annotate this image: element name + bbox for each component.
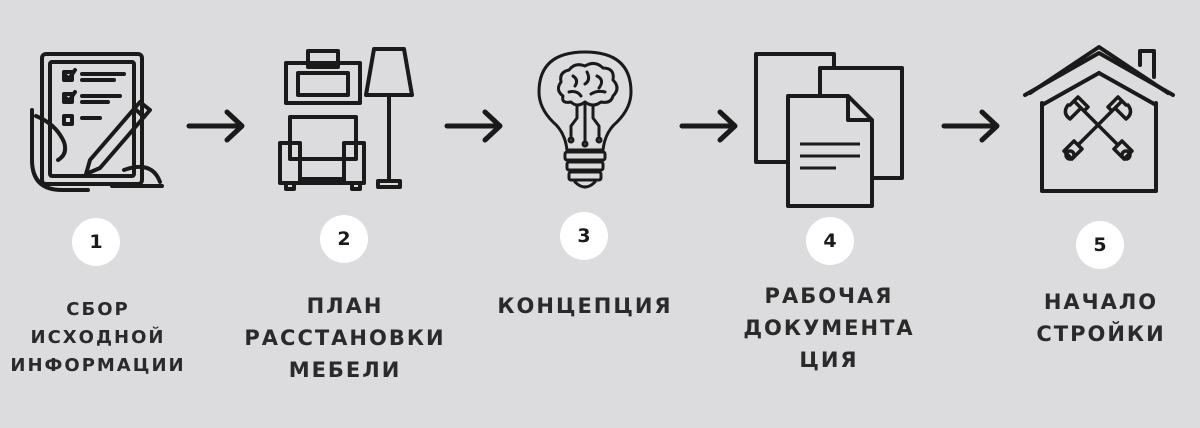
step-4-label: РАБОЧАЯ ДОКУМЕНТА ЦИЯ [722, 280, 936, 376]
step-label-line: ИНФОРМАЦИИ [10, 355, 186, 376]
step-number: 2 [337, 228, 351, 250]
step-label-line: НАЧАЛО [1043, 290, 1159, 314]
step-2-label: ПЛАН РАССТАНОВКИ МЕБЕЛИ [230, 290, 460, 386]
arrow-right-icon [186, 109, 245, 143]
step-label-line: ЦИЯ [799, 348, 859, 372]
step-number: 1 [89, 231, 103, 253]
arrow-right-icon [444, 109, 503, 143]
step-4-number-badge: 4 [806, 217, 854, 265]
arrow-right-icon [941, 109, 1000, 143]
step-label-line: ИСХОДНОЙ [30, 327, 166, 348]
step-1-number-badge: 1 [72, 218, 120, 266]
step-label-line: СБОР [66, 299, 130, 320]
documents-icon [752, 50, 908, 210]
step-3-number-badge: 3 [560, 212, 608, 260]
step-2-number-badge: 2 [320, 215, 368, 263]
brain-bulb-icon [535, 46, 635, 196]
step-label-line: КОНЦЕПЦИЯ [497, 294, 673, 318]
step-number: 5 [1093, 234, 1107, 256]
step-number: 3 [577, 225, 591, 247]
step-label-line: СТРОЙКИ [1036, 322, 1166, 346]
step-5-number-badge: 5 [1076, 221, 1124, 269]
armchair-lamp-icon [272, 45, 422, 195]
step-label-line: РАССТАНОВКИ [244, 326, 446, 350]
step-5-label: НАЧАЛО СТРОЙКИ [1020, 286, 1182, 350]
step-label-line: РАБОЧАЯ [764, 284, 894, 308]
step-3-label: КОНЦЕПЦИЯ [480, 290, 690, 322]
arrow-right-icon [679, 109, 738, 143]
checklist-tablet-icon [28, 50, 168, 195]
step-label-line: МЕБЕЛИ [288, 358, 402, 382]
step-label-line: ДОКУМЕНТА [743, 316, 915, 340]
step-number: 4 [823, 230, 837, 252]
house-tools-icon [1022, 43, 1177, 198]
step-1-label: СБОР ИСХОДНОЙ ИНФОРМАЦИИ [0, 296, 196, 380]
step-label-line: ПЛАН [306, 294, 384, 318]
